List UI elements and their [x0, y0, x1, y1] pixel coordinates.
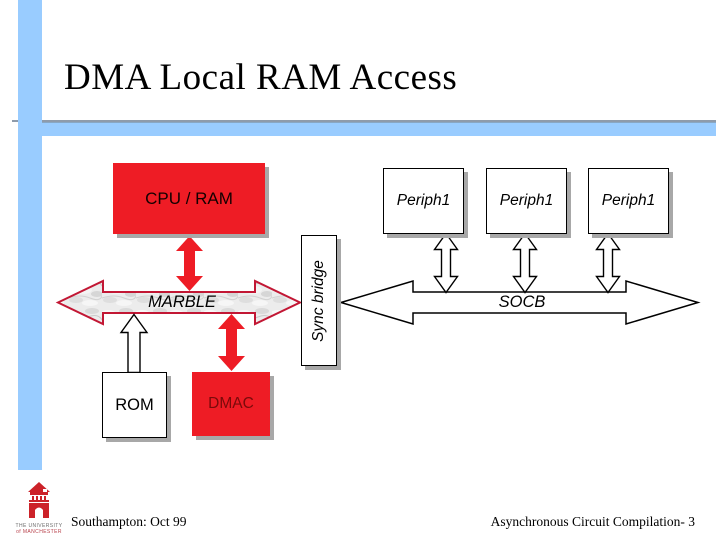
page-title: DMA Local RAM Access	[64, 57, 458, 98]
periph1-label: Periph1	[499, 192, 554, 209]
periph1-box-3: Periph1	[588, 168, 669, 234]
university-logo-icon	[28, 482, 50, 518]
marble-bus-label: MARBLE	[148, 293, 216, 311]
footer-venue-date: Southampton: Oct 99	[71, 514, 187, 529]
periph2-socb-arrow	[512, 232, 538, 294]
title-rule-line	[12, 120, 716, 122]
cpu-ram-box: CPU / RAM	[113, 163, 265, 234]
periph3-socb-arrow	[595, 232, 621, 294]
rom-marble-arrow	[119, 313, 149, 374]
university-logo-text-line2: of MANCHESTER	[16, 529, 62, 535]
rom-label: ROM	[115, 395, 154, 414]
title-rule-band	[42, 122, 716, 136]
periph1-socb-arrow	[433, 232, 459, 294]
periph1-label: Periph1	[601, 192, 656, 209]
socb-bus-label: SOCB	[498, 293, 546, 311]
university-logo: THE UNIVERSITY of MANCHESTER	[14, 480, 64, 535]
accent-bar	[18, 0, 42, 470]
cpu-marble-arrow	[176, 236, 203, 291]
periph1-label: Periph1	[396, 192, 451, 209]
dmac-box: DMAC	[192, 372, 270, 436]
footer-title-page-number: Asynchronous Circuit Compilation- 3	[490, 514, 695, 529]
university-logo-text-line1: THE UNIVERSITY	[15, 523, 63, 529]
marble-dmac-arrow	[218, 314, 245, 371]
rom-box: ROM	[102, 372, 167, 438]
sync-bridge-box: Sync bridge	[301, 235, 337, 366]
sync-bridge-label: Sync bridge	[310, 259, 328, 342]
dmac-label: DMAC	[208, 395, 254, 412]
periph1-box-1: Periph1	[383, 168, 464, 234]
periph1-box-2: Periph1	[486, 168, 567, 234]
cpu-ram-label: CPU / RAM	[145, 188, 233, 208]
